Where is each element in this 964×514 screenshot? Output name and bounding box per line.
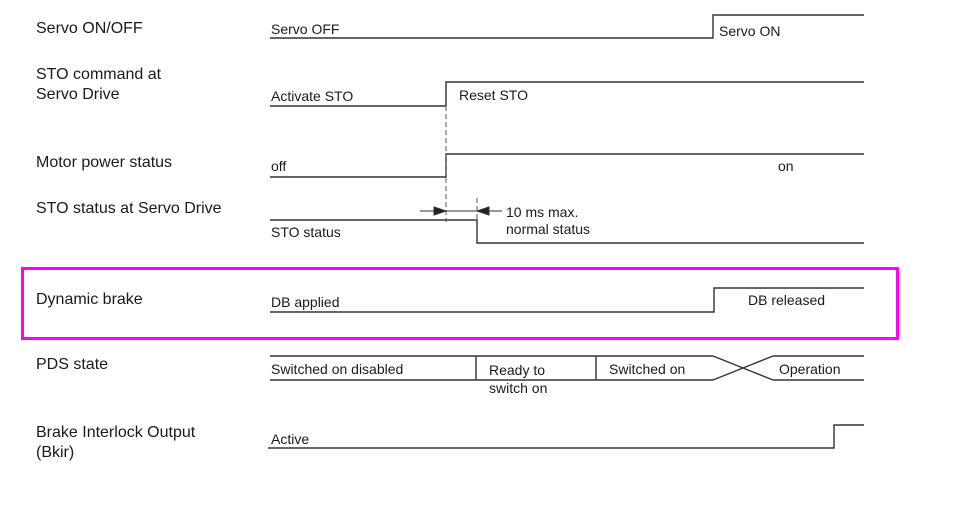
arrow-right-icon (433, 206, 448, 216)
state-db-released: DB released (748, 292, 826, 308)
row-label-motor-power: Motor power status (36, 154, 173, 171)
sto-command-waveform (270, 81, 864, 107)
row-label-sto-command: STO command at Servo Drive (36, 66, 162, 103)
row-label-pds: PDS state (36, 356, 109, 373)
pds-state-bus (270, 355, 864, 381)
dynamic-brake-highlight (21, 267, 899, 340)
servo-onoff-waveform (270, 14, 864, 39)
arrow-left-icon (475, 206, 490, 216)
state-sto-status: STO status (271, 224, 341, 240)
dynamic-brake-waveform (270, 287, 864, 313)
sto-status-waveform (270, 219, 864, 244)
row-label-bkir: Brake Interlock Output (Bkir) (36, 424, 196, 461)
state-switched-on-disabled: Switched on disabled (271, 361, 404, 377)
state-servo-off: Servo OFF (271, 21, 340, 37)
state-switched-on: Switched on (609, 361, 686, 377)
state-reset-sto: Reset STO (459, 87, 528, 103)
state-bkir-active: Active (271, 431, 310, 447)
state-motor-off: off (271, 158, 287, 174)
row-label-dynamic-brake: Dynamic brake (36, 291, 143, 308)
state-servo-on: Servo ON (719, 23, 781, 39)
state-operation: Operation (779, 361, 841, 377)
state-motor-on: on (778, 158, 794, 174)
state-db-applied: DB applied (271, 294, 340, 310)
motor-power-waveform (270, 153, 864, 178)
state-activate-sto: Activate STO (271, 88, 354, 104)
state-ready-to-switch-on: Ready to switch on (489, 362, 548, 396)
row-label-servo: Servo ON/OFF (36, 20, 143, 37)
state-normal-status: normal status (506, 221, 591, 237)
bkir-waveform (268, 424, 864, 449)
row-label-sto-status: STO status at Servo Drive (36, 200, 222, 217)
annotation-10ms: 10 ms max. (506, 204, 579, 220)
